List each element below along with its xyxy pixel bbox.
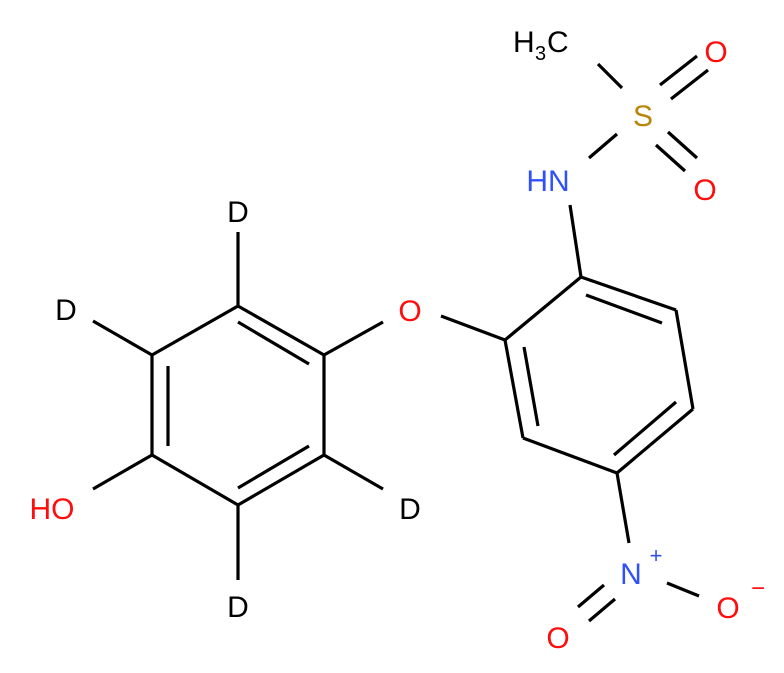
methyl-group-label: H 3 C <box>513 26 569 65</box>
phenol-ring-bonds <box>150 304 326 507</box>
sulfonyl-bonds <box>587 54 709 173</box>
phenol-substituent-bonds <box>92 232 384 580</box>
deuterium-label-right: D <box>399 493 421 526</box>
nitro-oxygen-double-label: O <box>546 622 569 655</box>
hydroxyl-label: HO <box>30 493 75 526</box>
ether-oxygen-label: O <box>398 295 421 328</box>
deuterium-label-bottom: D <box>227 591 249 624</box>
sulfonyl-oxygen-label-2: O <box>693 174 716 207</box>
nitro-nitrogen-charge: + <box>650 543 663 568</box>
methyl-subscript-label: 3 <box>535 43 546 65</box>
deuterium-label-top: D <box>227 196 249 229</box>
sulfur-label: S <box>633 100 653 133</box>
methyl-c-label: C <box>547 26 569 59</box>
amine-bond <box>568 204 583 278</box>
nitrophenyl-ring-bonds <box>503 275 695 475</box>
nitro-bonds <box>576 472 700 623</box>
nitro-nitrogen-label: N <box>620 558 642 591</box>
ether-bond-right <box>440 314 506 342</box>
methyl-h-label: H <box>513 26 535 59</box>
sulfonyl-oxygen-label-1: O <box>704 36 727 69</box>
amine-label: HN <box>526 165 569 198</box>
nitro-oxygen-charge: − <box>751 575 765 602</box>
nitro-oxygen-single-label: O <box>716 592 739 625</box>
deuterium-label-left: D <box>55 294 77 327</box>
